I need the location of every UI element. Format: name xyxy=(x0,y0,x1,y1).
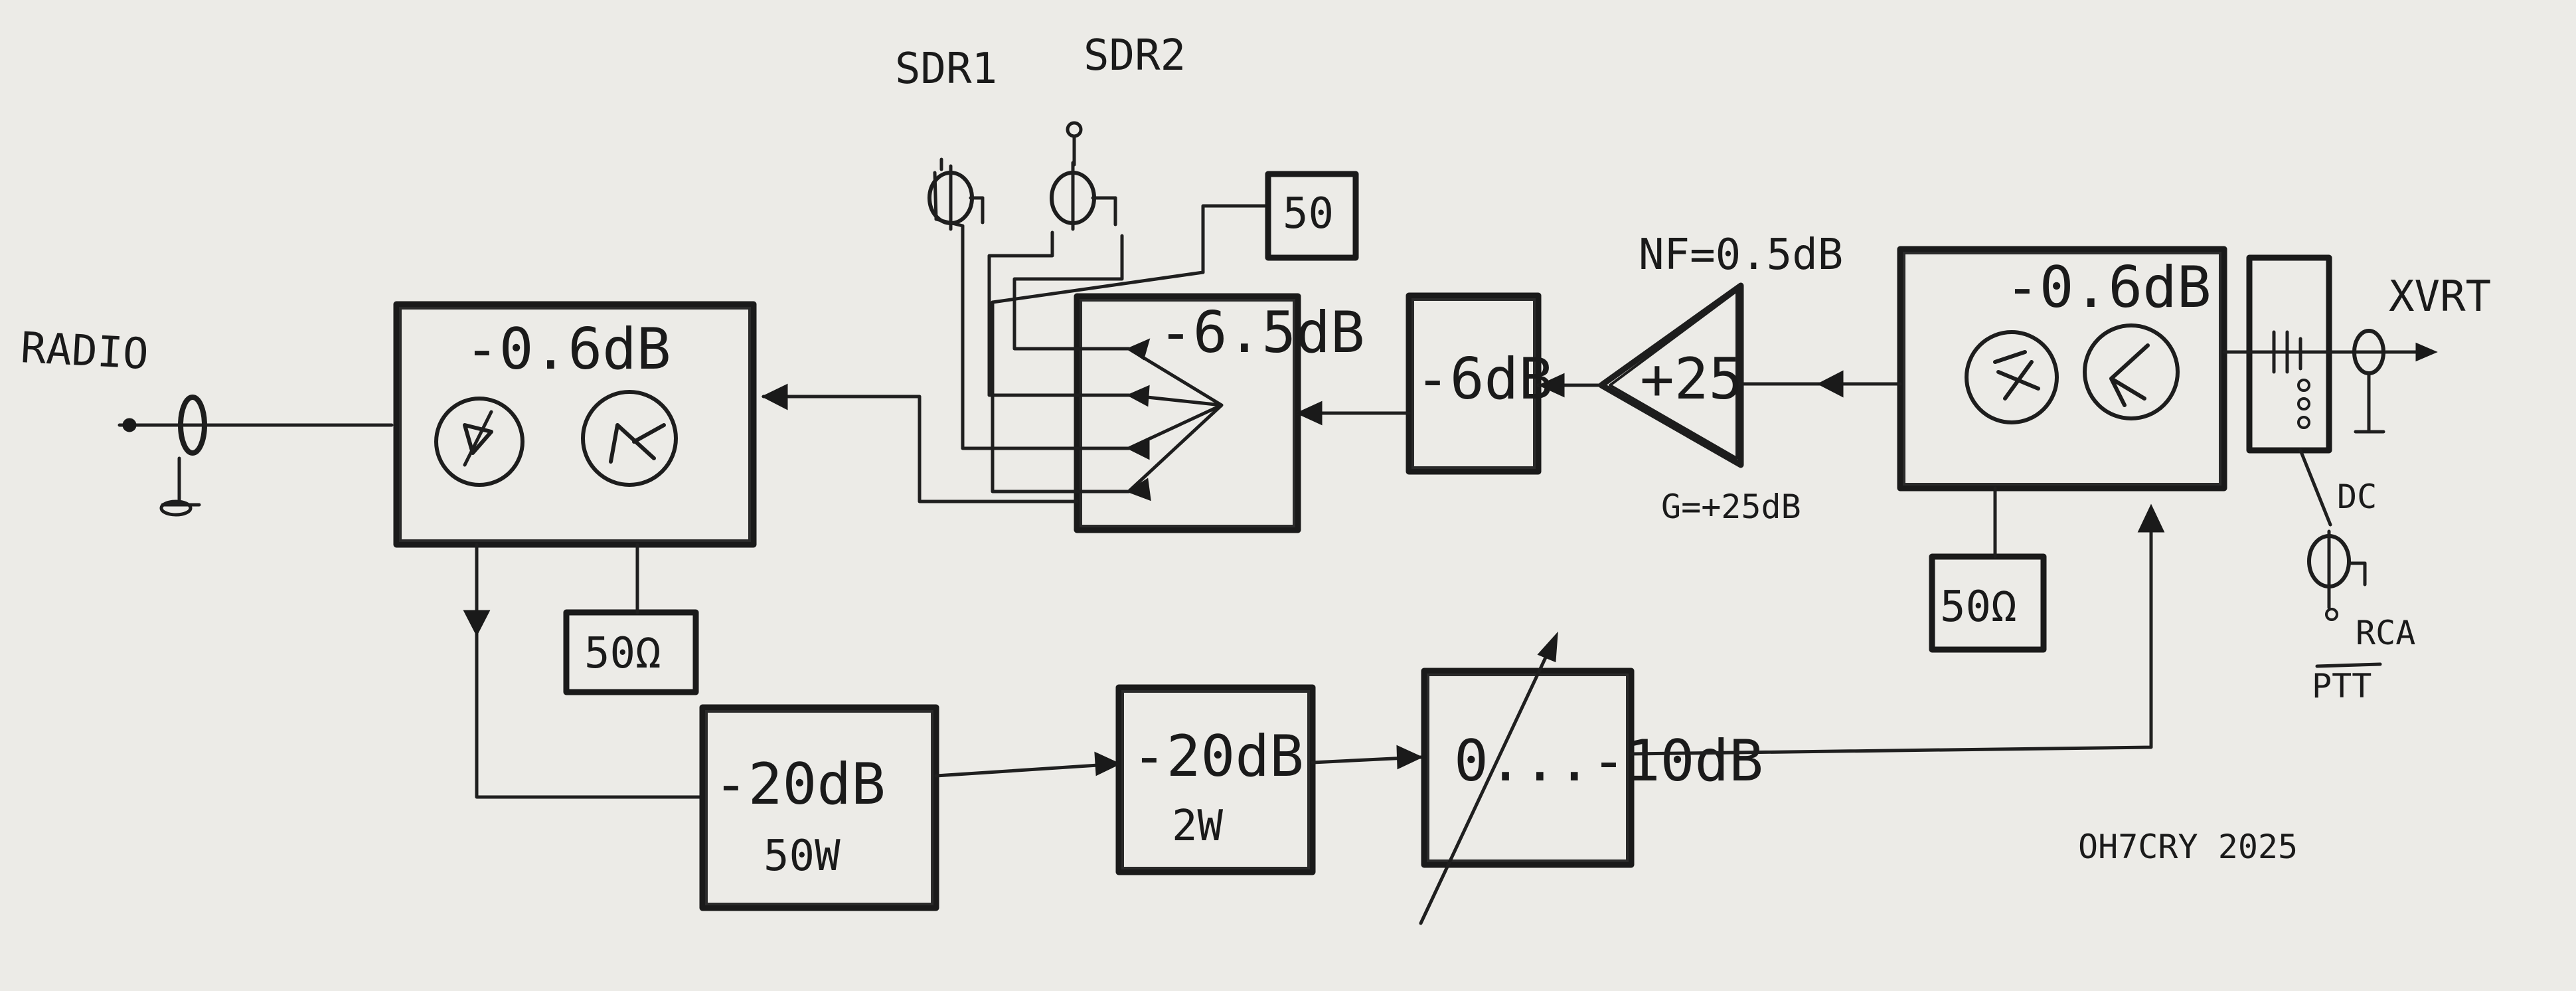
wire-term-top xyxy=(991,204,1267,494)
relay-left-loss: -0.6dB xyxy=(465,316,671,383)
termination-right xyxy=(1929,486,2047,653)
ptt-underline xyxy=(2315,662,2382,668)
wire-relay-left-splitter xyxy=(762,395,1079,503)
relay-right-loss: -0.6dB xyxy=(2005,254,2212,321)
radio-label: RADIO xyxy=(19,323,149,379)
lna-gain: +25 xyxy=(1640,346,1743,412)
atten-2w-loss: -20dB xyxy=(1132,723,1304,790)
signature: OH7CRY 2025 xyxy=(2078,828,2298,866)
dc-label: DC xyxy=(2337,478,2377,516)
wire-sdr1b xyxy=(987,230,1131,397)
wire-sdr2 xyxy=(1012,234,1131,351)
attenuator-20db-2w xyxy=(1115,684,1316,875)
relay-box-left xyxy=(393,301,757,548)
arrow-to-6db xyxy=(1538,373,1565,398)
radio-connector xyxy=(118,395,394,517)
attenuator-6db-label: -6dB xyxy=(1415,346,1553,412)
sdr1-label: SDR1 xyxy=(895,45,997,94)
arrow-to-relay-left xyxy=(761,383,788,410)
sdr2-label: SDR2 xyxy=(1084,31,1186,80)
wire-variable-relay-right xyxy=(1629,509,2153,756)
term-right-label: 50Ω xyxy=(1940,583,2017,632)
xvrt-arrow xyxy=(2415,342,2438,362)
atten-2w-power: 2W xyxy=(1172,802,1224,851)
rca-label: RCA xyxy=(2356,614,2415,652)
variable-attenuator xyxy=(1419,631,1635,925)
lna-amplifier xyxy=(1598,282,1744,468)
arrow-to-variable xyxy=(1396,745,1423,770)
wire-50w-2w xyxy=(934,762,1121,778)
arrow-up-right xyxy=(2137,503,2165,533)
atten-50w-loss: -20dB xyxy=(714,751,886,818)
arrow-to-splitter xyxy=(1295,401,1323,426)
termination-top xyxy=(1265,171,1359,261)
relay-box-right xyxy=(1897,246,2227,492)
dc-connector xyxy=(2298,448,2367,621)
arrow-down-left xyxy=(463,610,491,637)
xvrt-connector xyxy=(2352,329,2385,434)
splitter-box xyxy=(1074,293,1301,533)
lna-nf: NF=0.5dB xyxy=(1639,230,1843,280)
attenuator-20db-50w xyxy=(699,704,939,911)
arrow-to-lna xyxy=(1816,370,1844,398)
xvrt-label: XVRT xyxy=(2389,272,2491,321)
termination-left xyxy=(563,543,699,695)
sdr1-connector xyxy=(927,157,985,231)
variable-atten-label: 0...-10dB xyxy=(1454,728,1763,794)
lna-g: G=+25dB xyxy=(1661,488,1801,526)
splitter-loss: -6.5dB xyxy=(1159,300,1365,366)
atten-50w-power: 50W xyxy=(764,832,841,881)
term-left-label: 50Ω xyxy=(584,629,661,678)
term-top-label: 50 xyxy=(1283,189,1334,238)
sdr2-connector xyxy=(1050,121,1117,231)
wire-sdr1 xyxy=(933,171,1131,450)
ptt-label: PTT xyxy=(2312,667,2372,705)
arrow-to-2w xyxy=(1094,751,1121,776)
